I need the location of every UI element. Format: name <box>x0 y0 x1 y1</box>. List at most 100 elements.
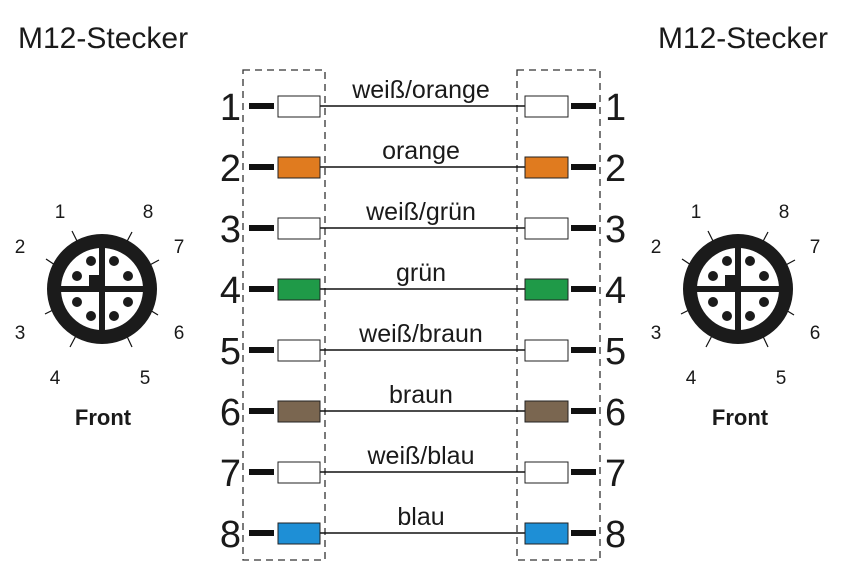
connector-pin-label: 7 <box>174 237 185 258</box>
wire-color-label: blau <box>397 503 444 531</box>
pin-number-right: 8 <box>605 514 626 556</box>
connector-pin-label: 3 <box>15 323 26 344</box>
wire-row: 4 4 grün <box>220 259 626 312</box>
connector-pin-label: 4 <box>50 368 61 389</box>
wire-color-label: weiß/grün <box>365 198 476 226</box>
wire-color-label: orange <box>382 137 460 165</box>
connector-pin <box>109 256 119 266</box>
terminal-left <box>277 278 321 301</box>
wire-color-label: grün <box>396 259 446 287</box>
connector-pin <box>708 297 718 307</box>
connector-pin <box>759 297 769 307</box>
connector-pin <box>86 256 96 266</box>
terminal-right <box>524 461 569 484</box>
terminal-right <box>524 278 569 301</box>
connector-pin <box>722 311 732 321</box>
connector-key <box>725 275 738 289</box>
connector-pin <box>72 297 82 307</box>
connector-pin <box>759 271 769 281</box>
connector-pin-label: 5 <box>140 368 151 389</box>
connector-pin <box>72 271 82 281</box>
connector-pin <box>86 311 96 321</box>
pin-number-right: 3 <box>605 209 626 251</box>
wire-color-label: weiß/braun <box>358 320 483 348</box>
pin-stub-left <box>249 408 274 414</box>
connector-pin-label: 4 <box>686 368 697 389</box>
right-terminal-frame <box>516 69 601 561</box>
connector-pin <box>745 256 755 266</box>
pin-stub-right <box>571 469 596 475</box>
terminal-left <box>277 339 321 362</box>
connector-pin-label: 3 <box>651 323 662 344</box>
terminal-left <box>277 400 321 423</box>
pin-number-right: 5 <box>605 331 626 373</box>
pin-stub-left <box>249 469 274 475</box>
pin-stub-left <box>249 103 274 109</box>
left-terminal-frame <box>242 69 326 561</box>
pin-stub-right <box>571 286 596 292</box>
connector-pin <box>722 256 732 266</box>
pin-stub-left <box>249 164 274 170</box>
connector-pin <box>745 311 755 321</box>
front-label-right: Front <box>712 405 769 430</box>
title-right: M12-Stecker <box>658 22 828 55</box>
pin-number-left: 2 <box>220 148 241 190</box>
pin-stub-right <box>571 347 596 353</box>
terminal-left <box>277 217 321 240</box>
connector-pin-label: 2 <box>15 237 26 258</box>
title-left: M12-Stecker <box>18 22 188 55</box>
connector-pin-label: 1 <box>55 202 66 223</box>
pin-number-right: 7 <box>605 453 626 495</box>
connector-pin-label: 8 <box>143 202 154 223</box>
wire-row: 7 7 weiß/blau <box>220 442 626 495</box>
terminal-right <box>524 522 569 545</box>
pin-number-left: 4 <box>220 270 241 312</box>
terminal-right <box>524 217 569 240</box>
pin-number-right: 4 <box>605 270 626 312</box>
wire-row: 2 2 orange <box>220 137 626 190</box>
pin-stub-right <box>571 103 596 109</box>
connector-pin-label: 6 <box>174 323 185 344</box>
pin-number-left: 6 <box>220 392 241 434</box>
pin-stub-right <box>571 164 596 170</box>
connector-key <box>89 275 102 289</box>
wire-color-label: braun <box>389 381 453 409</box>
terminal-right <box>524 339 569 362</box>
pin-number-right: 1 <box>605 87 626 129</box>
connector-left: 1 2 3 4 5 6 78 <box>15 202 185 389</box>
pin-stub-right <box>571 225 596 231</box>
terminal-right <box>524 400 569 423</box>
connector-pin-label: 6 <box>810 323 821 344</box>
pin-number-left: 5 <box>220 331 241 373</box>
pin-stub-left <box>249 286 274 292</box>
connector-pin <box>123 297 133 307</box>
pin-stub-right <box>571 530 596 536</box>
connector-pin-label: 7 <box>810 237 821 258</box>
wire-row: 8 8 blau <box>220 503 626 556</box>
pin-number-left: 8 <box>220 514 241 556</box>
wire-color-label: weiß/blau <box>367 442 475 470</box>
terminal-right <box>524 95 569 118</box>
connector-pin <box>109 311 119 321</box>
pin-number-right: 2 <box>605 148 626 190</box>
connector-pin-label: 8 <box>779 202 790 223</box>
pin-number-left: 1 <box>220 87 241 129</box>
pin-stub-left <box>249 347 274 353</box>
wire-row: 6 6 braun <box>220 381 626 434</box>
terminal-left <box>277 522 321 545</box>
pin-stub-left <box>249 225 274 231</box>
pin-number-right: 6 <box>605 392 626 434</box>
wire-row: 5 5 weiß/braun <box>220 320 626 373</box>
wire-row: 1 1 weiß/orange <box>220 76 626 129</box>
terminal-right <box>524 156 569 179</box>
wire-color-label: weiß/orange <box>351 76 490 104</box>
pin-number-left: 7 <box>220 453 241 495</box>
pin-stub-left <box>249 530 274 536</box>
connector-pin-label: 5 <box>776 368 787 389</box>
terminal-left <box>277 95 321 118</box>
connector-pin <box>123 271 133 281</box>
